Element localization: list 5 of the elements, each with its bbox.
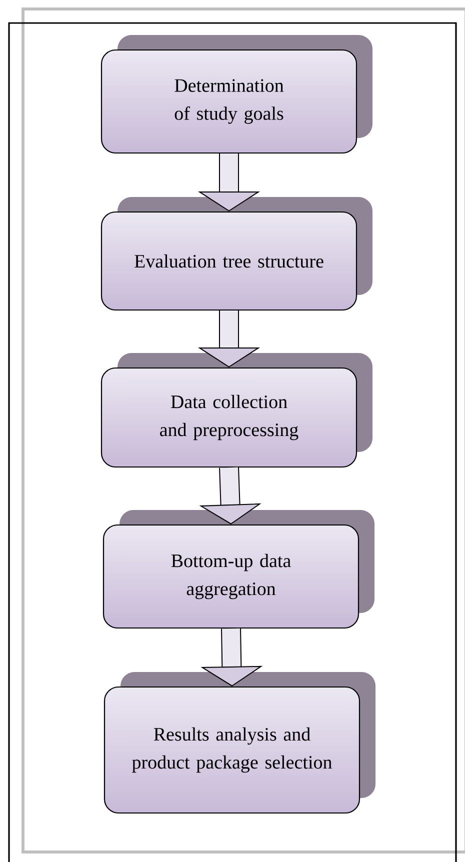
process-box: Data collection and preprocessing xyxy=(100,353,372,468)
process-box: Results analysis and product package selection xyxy=(104,672,376,814)
process-box: Determination of study goals xyxy=(100,35,372,154)
process-box: Evaluation tree structure xyxy=(100,197,372,311)
process-box: Bottom-up data aggregation xyxy=(102,510,374,629)
